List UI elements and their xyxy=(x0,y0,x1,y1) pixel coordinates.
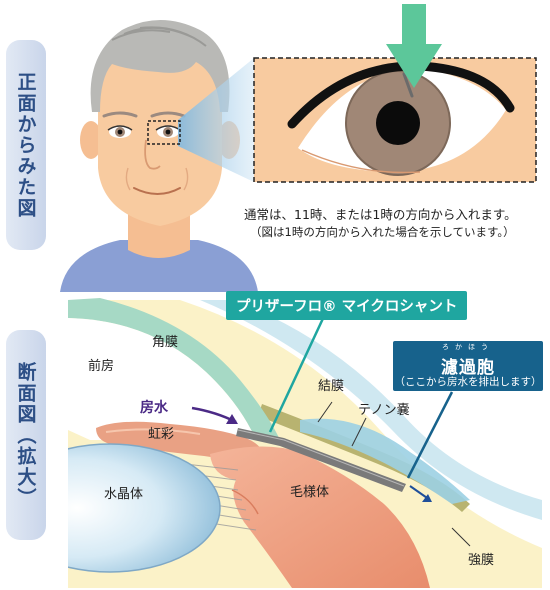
person-illustration xyxy=(60,20,258,292)
nose xyxy=(144,139,161,170)
sclera-leader xyxy=(451,527,471,547)
closeup-pupil xyxy=(376,101,420,145)
left-ear xyxy=(80,121,102,159)
label-lens: 水晶体 xyxy=(104,487,143,502)
bleb-title: 濾過胞 xyxy=(441,358,495,378)
label-iris: 虹彩 xyxy=(148,427,174,442)
bleb-leader xyxy=(406,391,454,479)
right-brow xyxy=(150,111,186,118)
front-view-label: 正面からみた図 xyxy=(14,71,37,219)
conjunctiva-layer xyxy=(200,300,542,520)
label-tenon-capsule: テノン嚢 xyxy=(358,402,410,418)
mouth xyxy=(133,187,181,195)
cornea xyxy=(68,298,280,440)
label-conjunctiva: 結膜 xyxy=(318,379,344,394)
bleb-ruby: ろかほう xyxy=(442,343,494,351)
label-anterior-chamber: 前房 xyxy=(88,358,114,374)
iris-tissue xyxy=(96,421,263,459)
left-brow xyxy=(102,111,138,118)
product-label: プリザーフロ® マイクロシャント xyxy=(226,291,468,320)
insertion-arrow xyxy=(386,4,442,88)
bleb-bulge xyxy=(300,418,470,504)
tenon-leader xyxy=(351,417,367,447)
eye-closeup-panel xyxy=(253,57,537,183)
product-leader xyxy=(268,311,328,433)
anterior-chamber-space xyxy=(68,318,256,440)
zoom-beam xyxy=(178,58,254,182)
label-cornea: 角膜 xyxy=(152,335,178,350)
conjunctiva-leader xyxy=(317,401,333,423)
cross-section-label: 断面図（拡大） xyxy=(14,361,37,509)
insertion-note: （図は1時の方向から入れた場合を示しています。） xyxy=(250,225,515,239)
insertion-caption: 通常は、11時、または1時の方向から入れます。 xyxy=(244,207,517,222)
bleb-label-box: ろかほう 濾過胞 （ここから房水を排出します） xyxy=(393,341,543,391)
front-view-tab: 正面からみた図 xyxy=(6,40,46,250)
microshunt-tube xyxy=(236,428,406,492)
lens xyxy=(68,443,221,573)
label-ciliary-body: 毛様体 xyxy=(290,485,329,500)
label-aqueous-humor: 房水 xyxy=(140,399,169,416)
hair xyxy=(90,20,230,112)
cross-section-tab: 断面図（拡大） xyxy=(6,330,46,540)
ciliary-body xyxy=(210,446,430,588)
target-box xyxy=(147,120,181,145)
label-sclera: 強膜 xyxy=(468,553,494,568)
shirt xyxy=(60,240,258,292)
bleb-subtitle: （ここから房水を排出します） xyxy=(394,376,542,388)
